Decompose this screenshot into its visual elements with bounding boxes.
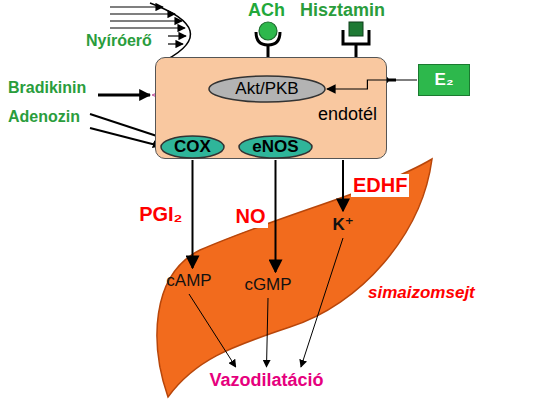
mediator-label: EDHF [351,174,409,197]
ach-receptor [256,32,280,45]
muscle-cell-shape [157,159,432,397]
histamine-receptor [343,30,369,44]
node-text: eNOS [252,137,298,157]
mediator-label: NO [234,205,268,228]
signal-connector [275,160,277,272]
cox-enzyme: COX [160,135,225,159]
node-text: COX [174,137,211,157]
second-messenger: cAMP [162,269,216,293]
node-text: cAMP [166,271,211,291]
node-text: cGMP [244,275,291,295]
cell-name: endotél [318,104,377,125]
signal-connector [189,294,236,367]
stimulus-label: Nyíróerő [86,32,152,50]
signal-connector [342,160,344,211]
enzyme-shape [161,136,224,158]
enzyme-shape [209,76,325,102]
second-messenger: cGMP [240,273,296,297]
node-text: E₂ [435,70,454,90]
signal-connector [267,298,269,367]
flow-profile [150,3,191,60]
bradykinin-arrow [98,94,150,97]
ion-label: K⁺ [328,212,358,237]
ligand-label: Bradikinin [8,79,86,97]
signal-connector [192,160,194,268]
smooth-muscle-cell: simaizomsejt cAMP cGMP K⁺ [150,155,490,400]
estrogen-box: E₂ [418,64,470,96]
ach-ligand [259,22,277,40]
akt-enzyme: Akt/PKB [208,75,326,103]
endothelial-cell: endotél Akt/PKB COX eNOS [155,57,387,159]
outcome-label: Vazodilatáció [205,368,328,393]
ligand-label: Hisztamin [300,0,385,21]
cell-name: simaizomsejt [368,283,475,303]
node-text: Akt/PKB [235,79,298,99]
histamine-ligand [349,22,363,36]
signal-connector [327,80,417,89]
node-text: K⁺ [332,214,353,235]
ligand-label: Adenozin [8,108,80,126]
node-text: Vazodilatáció [209,370,323,391]
enos-enzyme: eNOS [238,135,313,159]
histamine-receptor [355,44,358,58]
adenosine-arrow [90,128,160,146]
ligand-label: ACh [248,0,285,21]
enzyme-shape [239,136,312,158]
mediator-label: PGI₂ [137,203,184,226]
signal-connector [301,238,343,367]
